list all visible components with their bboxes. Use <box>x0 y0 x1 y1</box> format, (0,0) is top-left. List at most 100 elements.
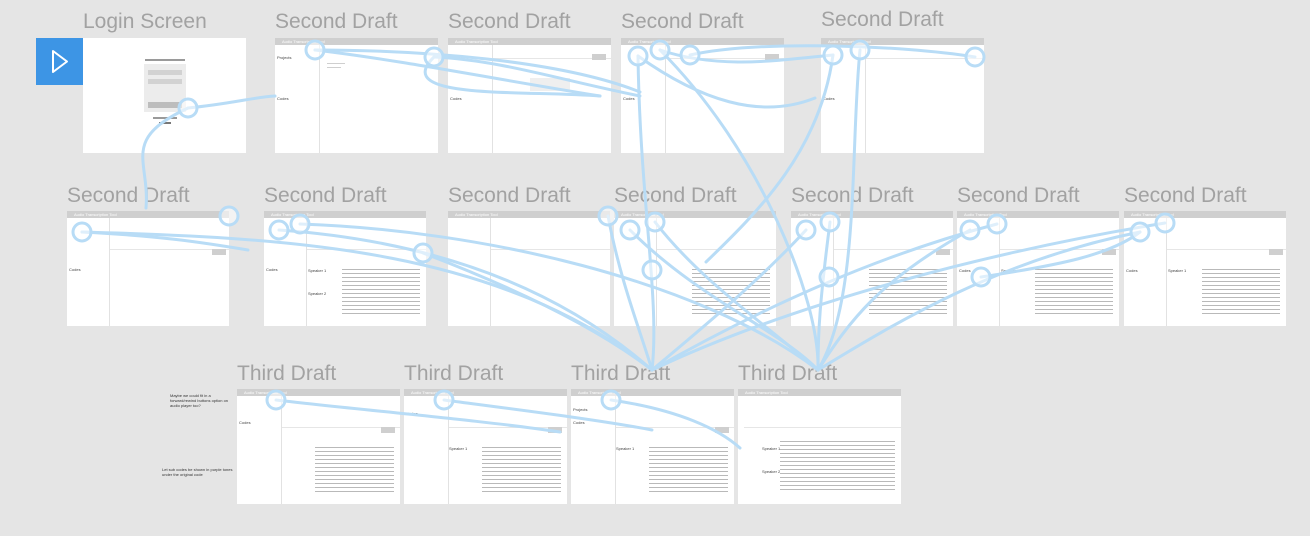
transcript-text[interactable] <box>341 269 420 317</box>
window-title-bar: Audio Transcription Tool <box>957 211 1119 218</box>
username-field[interactable] <box>148 70 182 75</box>
window-title-bar: Audio Transcription Tool <box>1124 211 1286 218</box>
sidebar <box>264 218 307 326</box>
editor-frame-2[interactable]: Audio Transcription Tool Codes Speaker 1… <box>264 211 426 326</box>
third-draft-frame-4[interactable]: Audio Transcription Tool Speaker 1 Speak… <box>738 389 901 504</box>
codes-label: Codes <box>573 420 585 425</box>
save-button[interactable] <box>765 54 779 60</box>
frame-title-login[interactable]: Login Screen <box>83 10 207 33</box>
window-title-bar: Audio Transcription Tool <box>614 211 776 218</box>
editor-frame-6[interactable]: Audio Transcription Tool Codes Speaker 1 <box>957 211 1119 326</box>
frame-title-second-draft-8[interactable]: Second Draft <box>614 184 737 207</box>
frame-title-second-draft-9[interactable]: Second Draft <box>791 184 914 207</box>
sidebar <box>275 45 320 153</box>
play-icon <box>52 50 68 73</box>
save-button[interactable] <box>381 427 395 433</box>
sidebar <box>821 45 866 153</box>
editor-frame-5[interactable]: Audio Transcription Tool <box>791 211 953 326</box>
project-list-item[interactable] <box>327 67 341 68</box>
save-button[interactable] <box>1102 249 1116 255</box>
save-button[interactable] <box>715 427 729 433</box>
window-title-bar: Audio Transcription Tool <box>404 389 567 396</box>
speaker-2-label: Speaker 2 <box>762 469 781 474</box>
frame-title-second-draft-11[interactable]: Second Draft <box>1124 184 1247 207</box>
third-draft-frame-3[interactable]: Audio Transcription Tool Projects Codes … <box>571 389 734 504</box>
speaker-1-label: Speaker 1 <box>308 268 327 273</box>
projects-frame-3[interactable]: Audio Transcription Tool Codes <box>621 38 784 153</box>
sidebar <box>1124 218 1167 326</box>
third-draft-frame-2[interactable]: Audio Transcription Tool Codes Speaker 1 <box>404 389 567 504</box>
transcript-text[interactable] <box>691 269 770 317</box>
window-title-bar: Audio Transcription Tool <box>738 389 901 396</box>
frame-title-third-draft-2[interactable]: Third Draft <box>404 362 504 385</box>
transcript-text[interactable] <box>315 447 394 495</box>
project-list-item[interactable] <box>327 63 345 64</box>
speaker-1-label: Speaker 1 <box>449 446 468 451</box>
sidebar <box>448 45 493 153</box>
frame-title-second-draft-5[interactable]: Second Draft <box>67 184 190 207</box>
speaker-1-label: Speaker 1 <box>762 446 781 451</box>
sidebar <box>614 218 657 326</box>
save-button[interactable] <box>592 54 606 60</box>
projects-frame-2[interactable]: Audio Transcription Tool Projects Codes <box>448 38 611 153</box>
signup-prompt-text <box>153 117 177 119</box>
projects-frame-4[interactable]: Audio Transcription Tool Codes <box>821 38 984 153</box>
frame-title-second-draft-10[interactable]: Second Draft <box>957 184 1080 207</box>
window-title-bar: Audio Transcription Tool <box>264 211 426 218</box>
save-button[interactable] <box>548 427 562 433</box>
transcript-text[interactable] <box>1034 269 1113 317</box>
frame-title-second-draft-6[interactable]: Second Draft <box>264 184 387 207</box>
codes-label: Codes <box>1126 268 1138 273</box>
frame-title-second-draft-3[interactable]: Second Draft <box>621 10 744 33</box>
projects-label: Projects <box>573 407 588 412</box>
transcript-text[interactable] <box>868 269 947 317</box>
window-title-bar: Audio Transcription Tool <box>275 38 438 45</box>
codes-label: Codes <box>277 96 289 101</box>
annotation-audio-player: Maybe we could fit in a forward/rewind b… <box>170 393 229 408</box>
transcript-text[interactable] <box>1201 269 1280 317</box>
welcome-text <box>145 59 185 61</box>
transcript-text[interactable] <box>482 447 561 495</box>
audio-toolbar <box>657 239 776 250</box>
login-frame[interactable] <box>83 38 246 153</box>
window-title-bar: Audio Transcription Tool <box>448 38 611 45</box>
upload-dialog[interactable] <box>530 78 570 91</box>
window-title-bar: Audio Transcription Tool <box>448 211 610 218</box>
save-button[interactable] <box>1269 249 1283 255</box>
editor-frame-4[interactable]: Audio Transcription Tool <box>614 211 776 326</box>
editor-frame-3[interactable]: Audio Transcription Tool <box>448 211 610 326</box>
save-button[interactable] <box>212 249 226 255</box>
third-draft-frame-1[interactable]: Audio Transcription Tool Codes <box>237 389 400 504</box>
window-title-bar: Audio Transcription Tool <box>237 389 400 396</box>
window-title-bar: Audio Transcription Tool <box>821 38 984 45</box>
codes-label: Codes <box>450 96 462 101</box>
projects-frame-1[interactable]: Audio Transcription Tool Projects Codes <box>275 38 438 153</box>
audio-toolbar <box>744 417 901 428</box>
speaker-1-label: Speaker 1 <box>1001 268 1020 273</box>
frame-title-second-draft-1[interactable]: Second Draft <box>275 10 398 33</box>
frame-title-third-draft-4[interactable]: Third Draft <box>738 362 838 385</box>
projects-label: Projects <box>450 55 465 60</box>
frame-title-third-draft-3[interactable]: Third Draft <box>571 362 671 385</box>
password-field[interactable] <box>148 79 182 84</box>
annotation-sub-codes: Let sub codes be shown in purple tones u… <box>162 467 233 477</box>
frame-title-second-draft-2[interactable]: Second Draft <box>448 10 571 33</box>
speaker-1-label: Speaker 1 <box>1168 268 1187 273</box>
login-button[interactable] <box>148 102 182 108</box>
codes-label: Codes <box>69 267 81 272</box>
frame-title-third-draft-1[interactable]: Third Draft <box>237 362 337 385</box>
sidebar <box>67 218 110 326</box>
transcript-text[interactable] <box>649 447 728 495</box>
toolbar <box>866 48 984 59</box>
audio-toolbar <box>1167 239 1286 250</box>
save-button[interactable] <box>936 249 950 255</box>
editor-frame-1[interactable]: Audio Transcription Tool Codes <box>67 211 229 326</box>
present-play-button[interactable] <box>36 38 83 85</box>
editor-frame-7[interactable]: Audio Transcription Tool Codes Speaker 1 <box>1124 211 1286 326</box>
codes-label: Codes <box>959 268 971 273</box>
frame-title-second-draft-4[interactable]: Second Draft <box>821 8 944 31</box>
signup-link[interactable] <box>159 122 171 124</box>
frame-title-second-draft-7[interactable]: Second Draft <box>448 184 571 207</box>
transcript-text[interactable] <box>780 441 895 493</box>
window-title-bar: Audio Transcription Tool <box>621 38 784 45</box>
